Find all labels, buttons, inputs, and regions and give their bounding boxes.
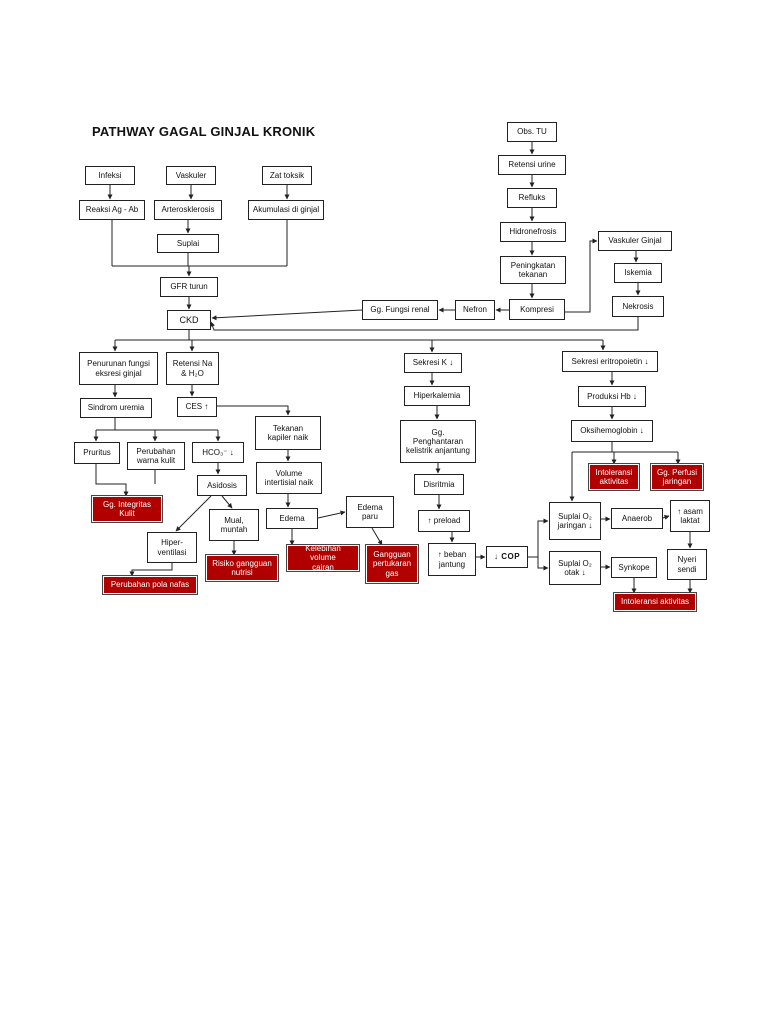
- arrow-cop-otak: [537, 557, 549, 571]
- node-gg-penghantaran: Gg. Penghantaran kelistrik anjantung: [400, 420, 476, 463]
- node-pruritus: Pruritus: [74, 442, 120, 464]
- arrow-nekrosis-ckd: [210, 317, 639, 331]
- arrow-asidosis-hiperventilasi: [175, 495, 212, 532]
- diagnosis-risiko-nutrisi: Risiko gangguan nutrisi: [207, 556, 277, 580]
- node-infeksi: Infeksi: [85, 166, 135, 185]
- node-gg-fungsi-renal: Gg. Fungsi renal: [362, 300, 438, 320]
- diagnosis-perubahan-pola-nafas: Perubahan pola nafas: [104, 577, 196, 593]
- arrow-anaerob-laktat: [662, 515, 670, 520]
- node-oksihemoglobin: Oksihemoglobin ↓: [571, 420, 653, 442]
- node-produksi-hb: Produksi Hb ↓: [578, 386, 646, 407]
- arrow-kompresi-vaskuler: [565, 238, 598, 313]
- node-ckd: CKD: [167, 310, 211, 330]
- node-gfr-turun: GFR turun: [160, 277, 218, 297]
- node-obs-tu: Obs. TU: [507, 122, 557, 142]
- node-zat-toksik: Zat toksik: [262, 166, 312, 185]
- arrow-pruritus-integritas: [95, 464, 129, 497]
- node-sindrom-uremia: Sindrom uremia: [80, 398, 152, 418]
- node-preload: ↑ preload: [418, 510, 470, 532]
- node-suplai-o2-otak: Suplai O₂ otak ↓: [549, 551, 601, 585]
- node-retensi-urine: Retensi urine: [498, 155, 566, 175]
- diagnosis-gangguan-pertukaran-gas: Gangguan pertukaran gas: [367, 546, 417, 582]
- node-perubahan-warna: Perubahan warna kulit: [127, 442, 185, 470]
- node-syncope: Synkope: [611, 557, 657, 578]
- node-nyeri-sendi: Nyeri sendi: [667, 549, 707, 580]
- node-edema-paru: Edema paru: [346, 496, 394, 528]
- node-arterosklerosis: Arterosklerosis: [154, 200, 222, 220]
- diagram-title: PATHWAY GAGAL GINJAL KRONIK: [92, 124, 316, 139]
- node-hco3: HCO₃⁻ ↓: [192, 442, 244, 463]
- diagnosis-gg-perfusi-jaringan: Gg. Perfusi jaringan: [652, 465, 702, 489]
- node-reaksi-ag-ab: Reaksi Ag - Ab: [79, 200, 145, 220]
- arrow-cop-jaringan: [528, 518, 549, 558]
- node-vaskuler-ginjal: Vaskuler Ginjal: [598, 231, 672, 251]
- diagnosis-intoleransi-aktivitas-1: Intoleransi aktivitas: [590, 465, 638, 489]
- node-anaerob: Anaerob: [611, 508, 663, 529]
- node-mual-muntah: Mual, muntah: [209, 509, 259, 541]
- arrow-asidosis-mual: [221, 495, 233, 509]
- arrow-hiperventilasi-pola: [129, 563, 173, 577]
- arrow-gfungsi-ckd: [211, 309, 363, 321]
- node-asam-laktat: ↑ asam laktat: [670, 500, 710, 532]
- diagnosis-kelebihan-volume: Kelebihan volume cairan: [288, 544, 358, 572]
- diagnosis-intoleransi-aktivitas-2: Intoleransi aktivitas: [615, 594, 695, 610]
- node-beban-jantung: ↑ beban jantung: [428, 543, 476, 576]
- arrow-edema-paru: [317, 510, 346, 519]
- node-ces: CES ↑: [177, 397, 217, 417]
- node-vaskuler: Vaskuler: [166, 166, 216, 185]
- node-volume-interstisial: Volume intertisial naik: [256, 462, 322, 494]
- node-nefron: Nefron: [455, 300, 495, 320]
- node-edema: Edema: [266, 508, 318, 529]
- node-iskemia: Iskemia: [614, 263, 662, 283]
- node-akumulasi-ginjal: Akumulasi di ginjal: [248, 200, 324, 220]
- node-peningkatan-tekanan: Peningkatan tekanan: [500, 256, 566, 284]
- diagnosis-gg-integritas-kulit: Gg. Integritas Kulit: [93, 497, 161, 521]
- node-refluks: Refluks: [507, 188, 557, 208]
- node-sekresi-eritropoietin: Sekresi eritropoietin ↓: [562, 351, 658, 372]
- node-asidosis: Asidosis: [197, 475, 247, 496]
- node-cop: ↓ COP: [486, 546, 528, 568]
- node-hiperventilasi: Hiper- ventilasi: [147, 532, 197, 563]
- node-sekresi-k: Sekresi K ↓: [404, 353, 462, 373]
- arrow-ces-tekanan: [217, 405, 291, 416]
- node-hiperkalemia: Hiperkalemia: [404, 386, 470, 406]
- node-suplai-o2-jaringan: Suplai O₂ jaringan ↓: [549, 502, 601, 540]
- node-kompresi: Kompresi: [509, 299, 565, 320]
- node-retensi-na: Retensi Na & H₂O: [166, 352, 219, 385]
- node-suplai: Suplai: [157, 234, 219, 253]
- arrow-paru-pertukaran: [371, 527, 383, 546]
- node-nekrosis: Nekrosis: [612, 296, 664, 317]
- node-tekanan-kapiler: Tekanan kapiler naik: [255, 416, 321, 450]
- node-hidronefrosis: Hidronefrosis: [500, 222, 566, 242]
- node-penurunan-fungsi: Penurunan fungsi eksresi ginjal: [79, 352, 158, 385]
- node-disritmia: Disritmia: [414, 474, 464, 495]
